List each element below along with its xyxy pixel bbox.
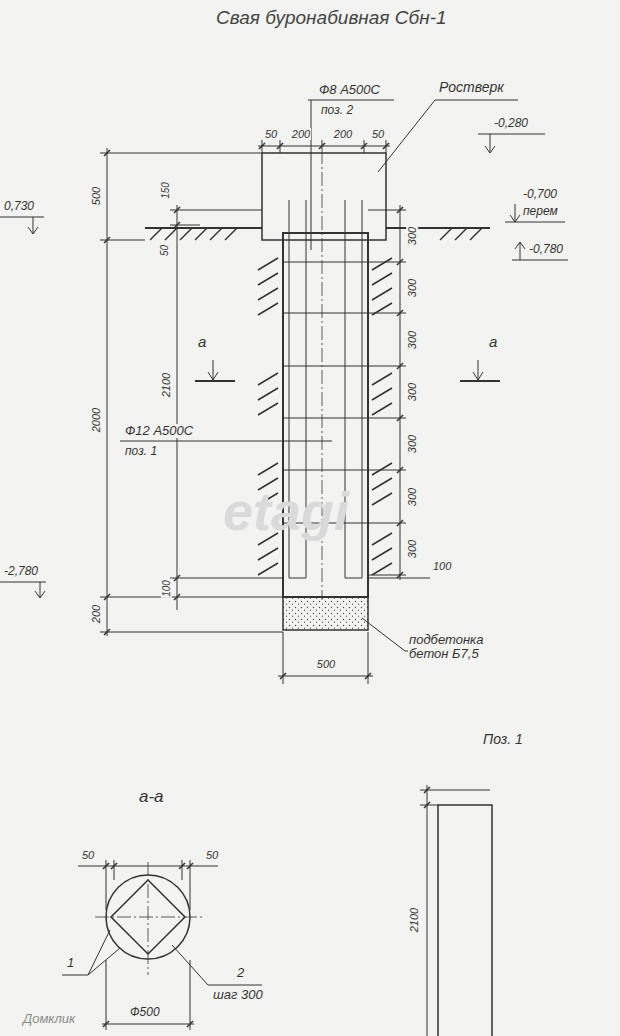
drawing-title: Свая буронабивная Сбн-1 bbox=[215, 8, 448, 29]
watermark: Домклик bbox=[22, 1012, 76, 1026]
section-title: а-а bbox=[138, 788, 165, 807]
dimension: 100 bbox=[161, 579, 172, 598]
dimension: 2000 bbox=[90, 407, 102, 433]
callout-number: 2 bbox=[236, 966, 245, 980]
dimension: 300 bbox=[406, 226, 418, 246]
part-name: Ростверк bbox=[438, 80, 505, 95]
dimension: 500 bbox=[90, 186, 102, 206]
level-mark: -2,780 bbox=[3, 565, 39, 578]
dimension: 100 bbox=[432, 560, 452, 572]
position-mark: поз. 2 bbox=[320, 104, 354, 117]
level-mark: -0,780 bbox=[528, 243, 564, 256]
dimension: 200 bbox=[90, 604, 102, 624]
section-mark: а bbox=[488, 334, 498, 351]
dimension: 300 bbox=[406, 434, 418, 454]
watermark: etagi bbox=[222, 482, 350, 541]
rebar-mark: Ф8 А500С bbox=[318, 83, 381, 97]
dimension: 300 bbox=[406, 382, 418, 402]
dimension: Ф500 bbox=[129, 1006, 161, 1019]
dimension: 50 bbox=[264, 128, 278, 140]
step-note: шаг 300 bbox=[212, 988, 264, 1002]
dimension: 2100 bbox=[160, 372, 172, 398]
dimension: 500 bbox=[316, 658, 336, 670]
dimension: 2100 bbox=[408, 907, 420, 933]
dimension: 200 bbox=[291, 128, 311, 140]
position-title: Поз. 1 bbox=[482, 732, 524, 747]
dimension: 50 bbox=[371, 128, 385, 140]
dimension: 50 bbox=[81, 849, 95, 861]
dimension: 200 bbox=[333, 128, 353, 140]
dimension: 300 bbox=[406, 487, 418, 507]
material-note: подбетонка бетон Б7,5 bbox=[408, 633, 502, 662]
level-mark: -0,280 bbox=[493, 117, 529, 130]
section-mark: а bbox=[197, 334, 207, 351]
level-note: перем bbox=[522, 205, 559, 218]
position-mark: поз. 1 bbox=[124, 445, 158, 458]
dimension: 50 bbox=[160, 243, 171, 256]
level-mark: 0,730 bbox=[3, 200, 35, 213]
dimension: 150 bbox=[160, 181, 171, 200]
level-mark: -0,700 bbox=[522, 188, 558, 201]
dimension: 50 bbox=[205, 849, 219, 861]
callout-number: 1 bbox=[66, 956, 75, 970]
dimension: 300 bbox=[406, 278, 418, 298]
dimension: 300 bbox=[406, 539, 418, 559]
rebar-mark: Ф12 А500С bbox=[124, 424, 194, 438]
dimension: 300 bbox=[406, 330, 418, 350]
